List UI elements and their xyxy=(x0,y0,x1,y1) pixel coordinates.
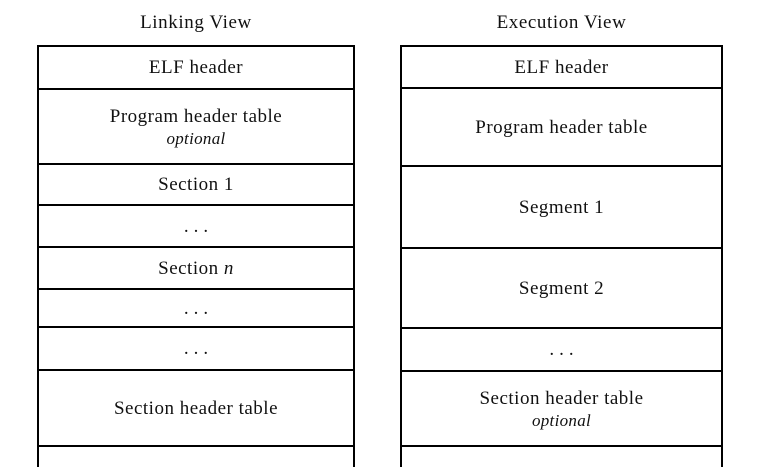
execution-view-row-sublabel: optional xyxy=(531,410,592,430)
execution-view-row-label: ... xyxy=(549,339,579,360)
linking-view-row-label: ELF header xyxy=(148,57,244,78)
linking-view-row: ... xyxy=(39,288,353,326)
linking-view-row-label: Section n xyxy=(158,257,234,279)
linking-view-row xyxy=(39,445,353,467)
linking-view-row-label: Section 1 xyxy=(158,174,234,195)
execution-view-title: Execution View xyxy=(496,12,627,33)
linking-view-row-label: Program header table xyxy=(109,105,283,127)
linking-view-row: ... xyxy=(39,326,353,369)
execution-view-row: ELF header xyxy=(402,45,721,87)
execution-view-row-label: Section header table xyxy=(479,387,644,409)
linking-view-row-label: ... xyxy=(183,215,214,237)
execution-view-row-label: Segment 1 xyxy=(518,196,605,218)
execution-view-row xyxy=(402,445,721,467)
execution-view-row: Program header table xyxy=(402,87,721,165)
linking-view-row-label-italic: n xyxy=(223,257,234,279)
execution-view-row: Segment 1 xyxy=(402,165,721,247)
linking-view-row: ... xyxy=(39,204,353,246)
execution-view-row: ... xyxy=(402,327,721,370)
execution-view-row-label: Program header table xyxy=(475,116,648,138)
linking-view-row-label: Section header table xyxy=(113,397,279,419)
execution-view-row-label: Segment 2 xyxy=(518,277,605,299)
linking-view-title: Linking View xyxy=(140,12,252,33)
linking-view-row: ELF header xyxy=(39,45,353,88)
execution-view-row-label: ELF header xyxy=(514,56,609,78)
linking-view-row-sublabel: optional xyxy=(166,128,226,148)
linking-view-row: Section 1 xyxy=(39,163,353,204)
linking-view-row: Section n xyxy=(39,246,353,288)
linking-view-row: Section header table xyxy=(39,369,353,445)
linking-view-row-label: ... xyxy=(183,297,214,319)
execution-view-row: Segment 2 xyxy=(402,247,721,327)
linking-view-row-label: ... xyxy=(183,338,214,359)
